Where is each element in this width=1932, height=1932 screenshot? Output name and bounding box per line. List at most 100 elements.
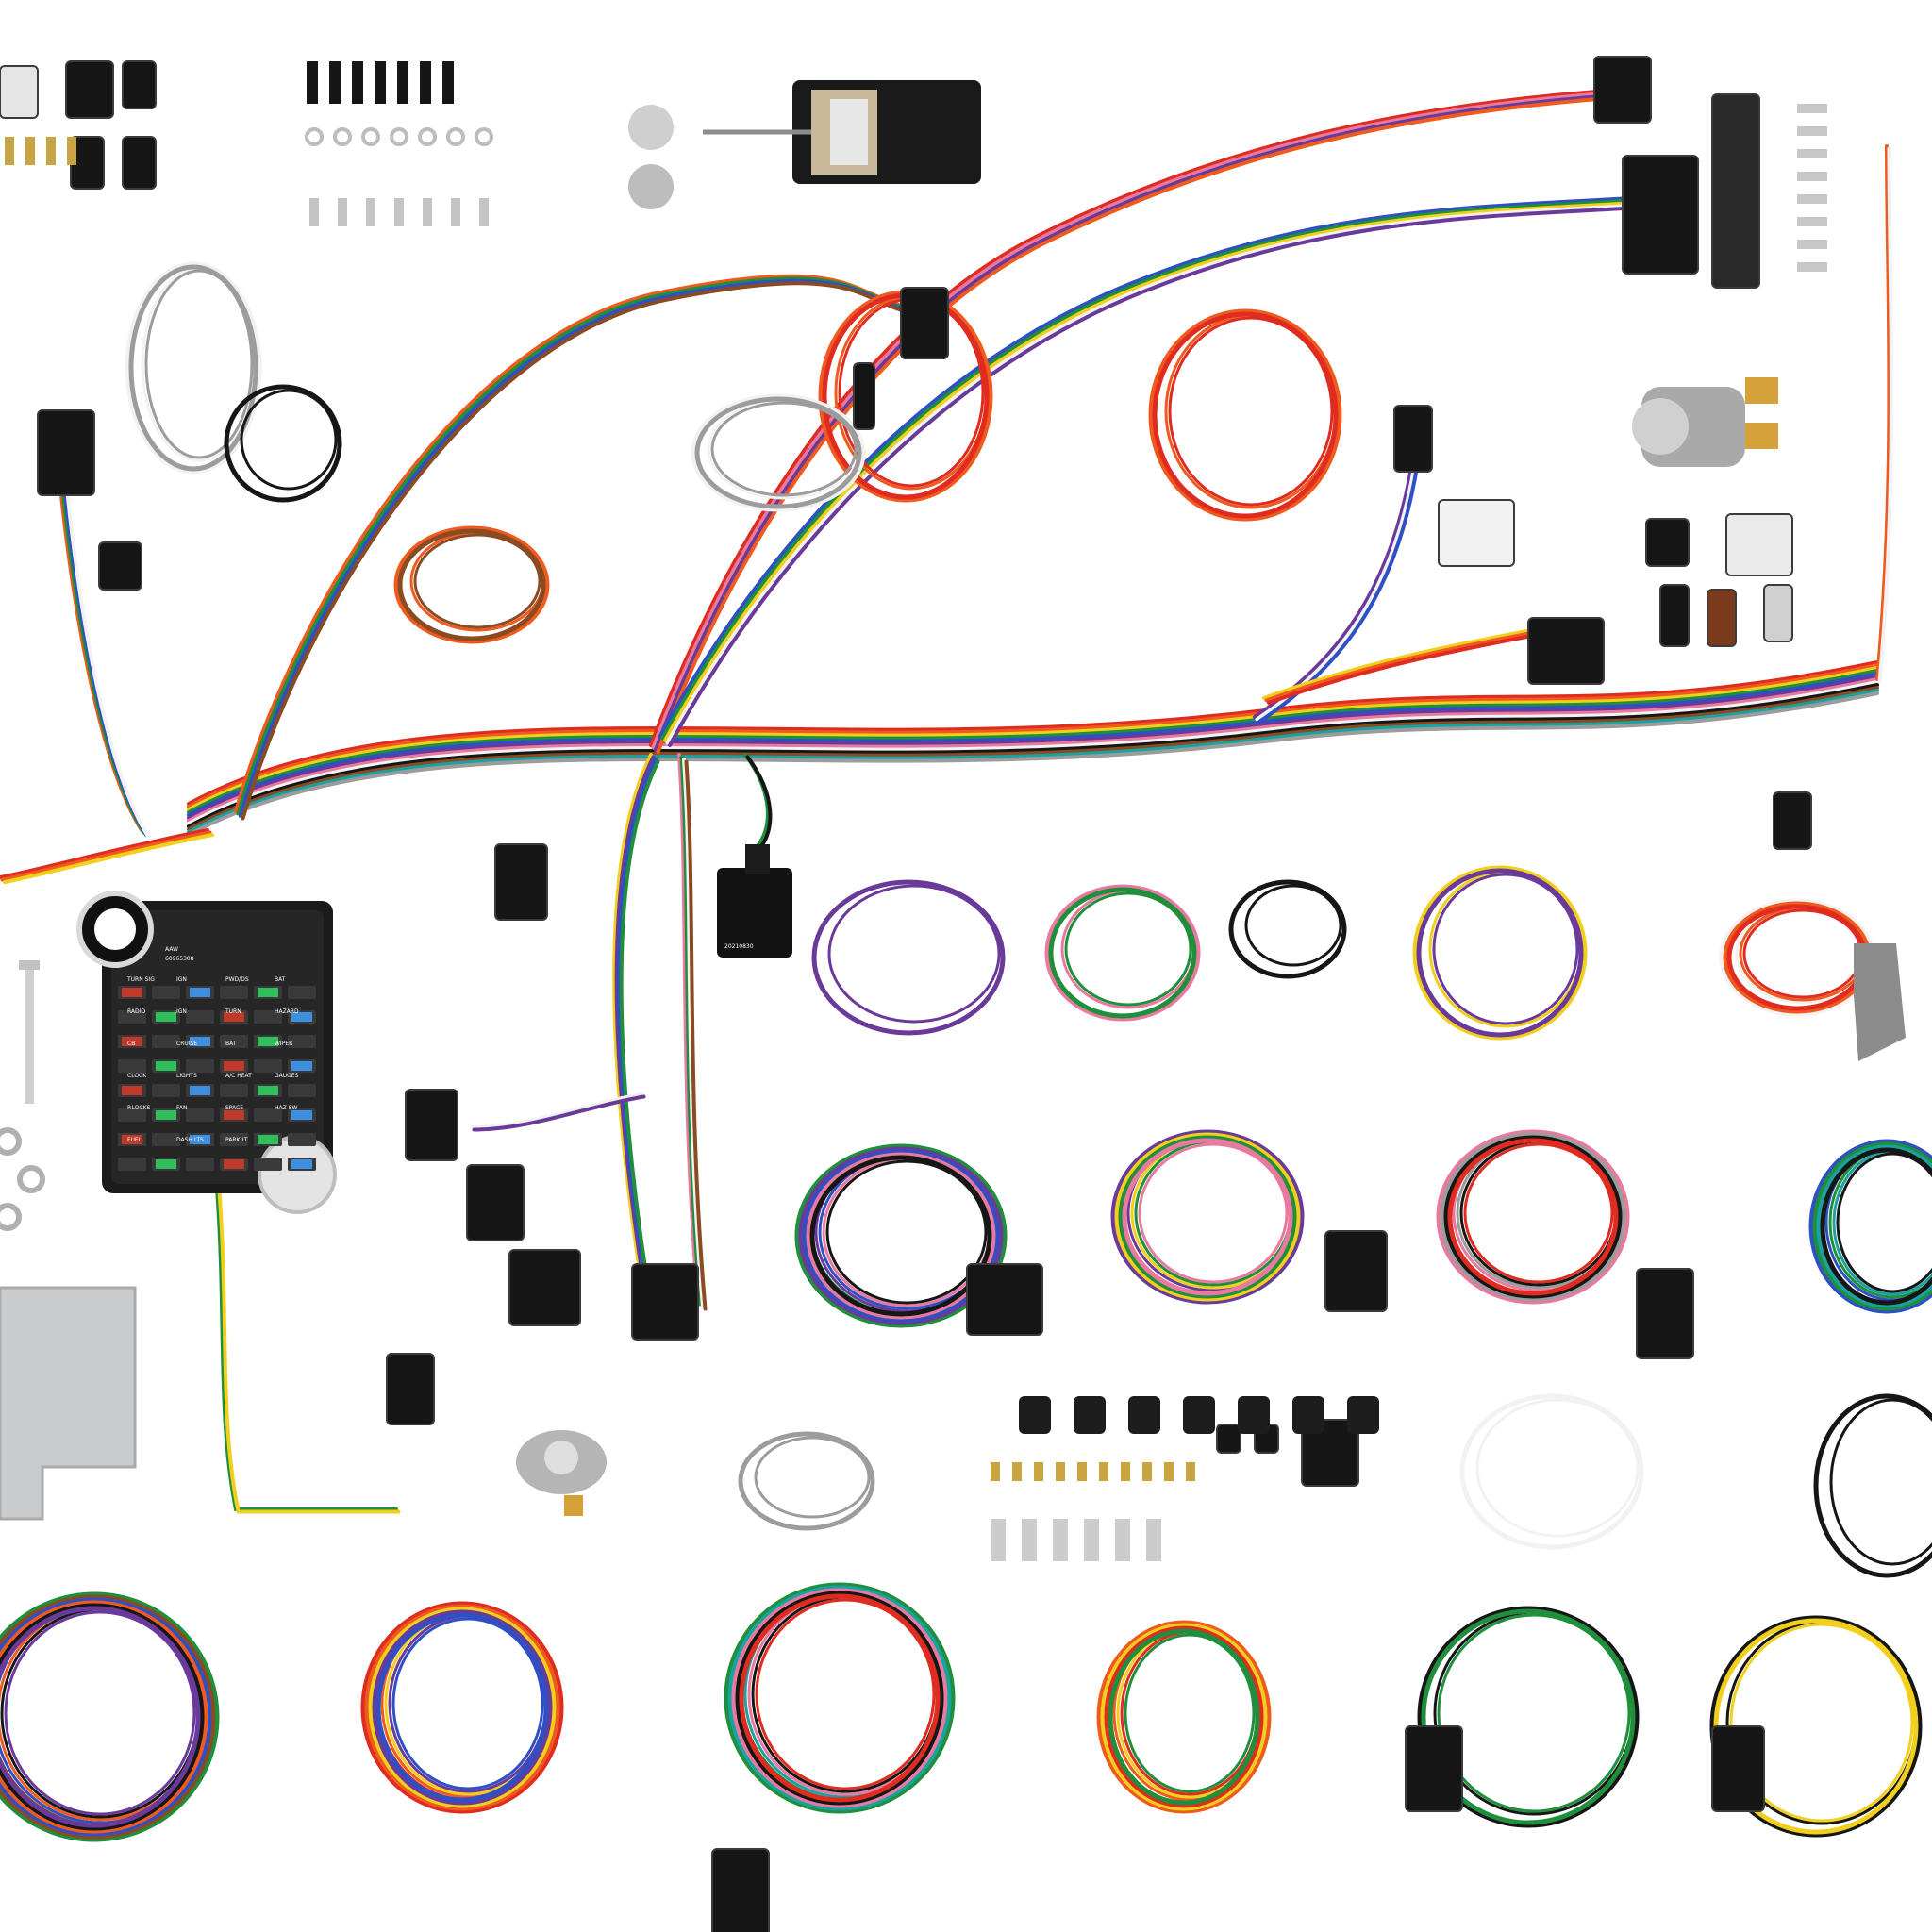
- fuse-slot: [152, 986, 180, 999]
- fuse-slot: [152, 1035, 180, 1048]
- fuse-slot: [152, 1133, 180, 1146]
- ring-terminal-icon: [418, 127, 437, 146]
- fuse-label: PARK LT: [225, 1137, 248, 1143]
- fuse: [156, 1110, 176, 1120]
- connector: [405, 1089, 458, 1161]
- fuse-slot: [220, 1035, 248, 1048]
- connector: [1707, 589, 1737, 647]
- wire-coil: [1122, 1138, 1293, 1296]
- crimp-terminal-icon: [991, 1462, 1000, 1481]
- wire-coil-loop: [1463, 1142, 1614, 1284]
- wire-coil: [0, 1594, 216, 1840]
- connector: [1527, 617, 1605, 685]
- terminals: [0, 61, 1827, 1561]
- spade-terminal-icon: [394, 198, 404, 226]
- connectors: [0, 56, 1812, 1932]
- fuse: [122, 1135, 142, 1144]
- wire-coil: [1118, 1135, 1297, 1299]
- crimp-terminal-icon: [1142, 1462, 1152, 1481]
- branch-wire: [677, 753, 700, 1304]
- wire-coil-loop: [710, 401, 858, 497]
- connector: [122, 136, 157, 190]
- fuse-label: BAT: [225, 1041, 237, 1047]
- fuse: [258, 1086, 278, 1095]
- connector: [1405, 1725, 1463, 1812]
- branch-wire: [614, 755, 656, 1288]
- fuse: [291, 1061, 312, 1071]
- wire-coil: [372, 1609, 553, 1806]
- wire-coil-loop: [1729, 1623, 1914, 1823]
- wire-coil-loop: [1437, 1613, 1631, 1813]
- branch-wire: [57, 443, 146, 835]
- wire-coil: [811, 879, 1006, 1036]
- terminal-boot-icon: [329, 61, 341, 104]
- trunk-wire: [187, 677, 1879, 823]
- connector: [711, 1848, 770, 1932]
- fuse: [190, 1086, 210, 1095]
- fuse-label: TURN: [225, 1008, 242, 1015]
- wire-coil-loop: [1244, 884, 1342, 967]
- relay: 20210830: [717, 844, 792, 958]
- wire-coil-loop: [755, 1598, 936, 1790]
- branch-wire: [684, 759, 708, 1311]
- wire-coil: [1417, 1606, 1640, 1828]
- branch-wire: [1257, 446, 1422, 724]
- connector: [1438, 499, 1515, 567]
- wire-coil: [739, 1593, 941, 1803]
- branch-wire: [617, 758, 658, 1290]
- fuse-block-brand: AAW: [165, 946, 178, 953]
- branch-wire: [656, 94, 1632, 755]
- headlight-switch-icon: [628, 80, 981, 209]
- fuse-label: CLOCK: [127, 1073, 147, 1079]
- crimp-terminal-icon: [1012, 1462, 1022, 1481]
- pin-terminal-icon: [1797, 104, 1827, 113]
- connector: [1216, 1424, 1241, 1454]
- wire-coil: [1104, 1625, 1264, 1808]
- fuse-slot: [220, 1133, 248, 1146]
- connector: [98, 541, 142, 591]
- wire-coil-loop: [827, 884, 1001, 1024]
- harness-branches: [0, 88, 1893, 1514]
- wire-coil-loop: [1124, 1633, 1256, 1793]
- spade-terminal-icon: [1084, 1519, 1099, 1561]
- fuse: [122, 1086, 142, 1095]
- branch-wire: [665, 203, 1641, 745]
- connector: [386, 1353, 435, 1425]
- terminal-boot-icon: [442, 61, 454, 104]
- wire-coil: [731, 1588, 948, 1808]
- branch-wire: [472, 1094, 646, 1132]
- branch-wire: [651, 90, 1627, 750]
- ignition-switch-icon: [1632, 377, 1778, 467]
- ring-terminal-icon: [390, 127, 408, 146]
- connector: [508, 1249, 581, 1326]
- fuse-label: BAT: [275, 976, 286, 983]
- connector: [122, 60, 157, 109]
- wire-coil: [364, 1604, 560, 1811]
- fuse: [224, 1012, 244, 1022]
- fuse: [224, 1061, 244, 1071]
- fuse: [258, 988, 278, 997]
- washer-icon: [0, 1127, 22, 1156]
- ring-terminal-icon: [333, 127, 352, 146]
- trunk-wire: [187, 672, 1879, 817]
- branch-wire: [215, 1187, 398, 1511]
- wire-coil: [397, 528, 546, 641]
- terminal-boot-icon: [375, 61, 386, 104]
- wire-coil-loop: [1829, 1398, 1932, 1566]
- wire-coil-loop: [1138, 1142, 1289, 1284]
- wire-coil: [1459, 1393, 1644, 1550]
- fuse-label: HAZ SW: [275, 1105, 297, 1111]
- branch-wire: [1875, 144, 1891, 681]
- fuse-slot: [186, 1059, 214, 1073]
- connector: [1622, 155, 1699, 275]
- branch-wire: [668, 206, 1643, 747]
- wire-coil: [691, 393, 866, 512]
- terminal-boot-icon: [420, 61, 431, 104]
- bulb-socket-icon: [1347, 1396, 1379, 1434]
- trunk-wire: [187, 675, 1879, 820]
- fuse: [224, 1110, 244, 1120]
- terminal-boot-icon: [397, 61, 408, 104]
- trunk-wire: [187, 691, 1879, 837]
- wire-coil: [1709, 1615, 1923, 1838]
